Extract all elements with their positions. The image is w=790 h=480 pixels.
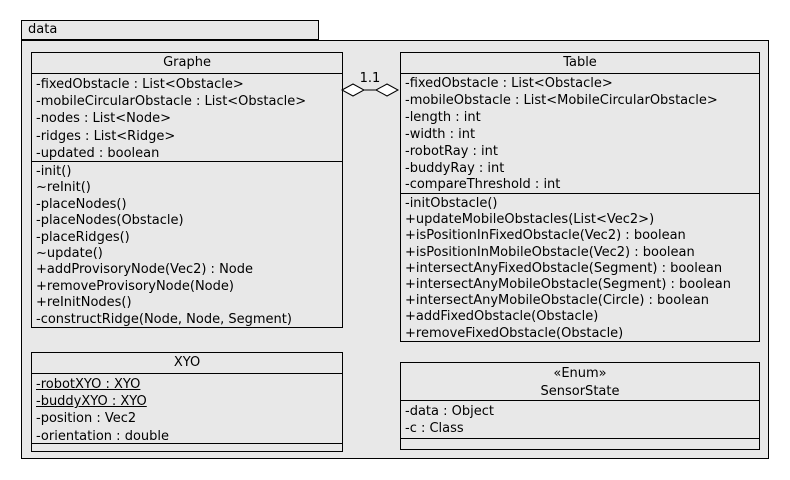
class-sensorstate[interactable]: «Enum» SensorState -data : Object -c : Cl…	[400, 362, 760, 450]
class-graphe[interactable]: Graphe -fixedObstacle : List<Obstacle> -m…	[31, 52, 343, 328]
class-title: SensorState	[540, 384, 620, 399]
method-line: +removeProvisoryNode(Node)	[36, 278, 234, 294]
class-attributes: -fixedObstacle : List<Obstacle> -mobileCi…	[32, 74, 342, 162]
method-line: -placeNodes()	[36, 196, 127, 212]
class-attributes: -data : Object -c : Class	[401, 401, 759, 439]
class-methods	[32, 444, 342, 451]
attribute-line: -nodes : List<Node>	[36, 111, 171, 127]
method-line: +addProvisoryNode(Vec2) : Node	[36, 262, 254, 278]
attribute-line: -compareThreshold : int	[405, 177, 561, 193]
attribute-line: -length : int	[405, 109, 481, 125]
method-line: +updateMobileObstacles(List<Vec2>)	[405, 212, 655, 228]
method-line: +intersectAnyMobileObstacle(Segment) : b…	[405, 277, 732, 293]
attribute-line: -mobileObstacle : List<MobileCircularObs…	[405, 92, 718, 108]
attribute-line: -updated : boolean	[36, 145, 160, 161]
class-attributes: -fixedObstacle : List<Obstacle>-mobileOb…	[401, 74, 759, 194]
method-line: -constructRidge(Node, Node, Segment)	[36, 311, 292, 327]
attribute-line: -position : Vec2	[36, 411, 137, 427]
class-title: Table	[401, 53, 759, 74]
class-methods: -initObstacle()+updateMobileObstacles(Li…	[401, 194, 759, 341]
method-line: -placeNodes(Obstacle)	[36, 213, 184, 229]
attribute-line: -fixedObstacle : List<Obstacle>	[36, 77, 244, 92]
method-line: +removeFixedObstacle(Obstacle)	[405, 325, 624, 341]
class-methods: -init()~reInit()-placeNodes()-placeNodes…	[32, 162, 342, 327]
attribute-line: -mobileCircularObstacle : List<Obstacle>	[36, 94, 307, 110]
attribute-line: -fixedObstacle : List<Obstacle>	[405, 76, 613, 91]
aggregation-diamond-left-icon	[340, 83, 366, 97]
attribute-line: -robotXYO : XYO	[36, 377, 141, 392]
class-table[interactable]: Table -fixedObstacle : List<Obstacle>-mo…	[400, 52, 760, 342]
attribute-line: -c : Class	[405, 421, 464, 436]
class-xyo[interactable]: XYO -robotXYO : XYO -buddyXYO : XYO-posit…	[31, 352, 343, 452]
package-tab[interactable]: data	[21, 20, 319, 40]
class-methods	[401, 439, 759, 449]
method-line: +isPositionInMobileObstacle(Vec2) : bool…	[405, 244, 695, 260]
aggregation-connector[interactable]: 1.1	[340, 66, 402, 100]
method-line: ~update()	[36, 246, 103, 262]
method-line: -initObstacle()	[405, 196, 498, 211]
method-line: +intersectAnyMobileObstacle(Circle) : bo…	[405, 293, 710, 309]
class-title: Graphe	[32, 53, 342, 74]
attribute-line: -buddyXYO : XYO	[36, 394, 147, 410]
attribute-line: -orientation : double	[36, 428, 169, 444]
connector-multiplicity-label: 1.1	[360, 71, 381, 86]
class-stereotype: «Enum»	[553, 366, 607, 381]
attribute-line: -data : Object	[405, 404, 494, 419]
attribute-line: -ridges : List<Ridge>	[36, 128, 176, 144]
method-line: +intersectAnyFixedObstacle(Segment) : bo…	[405, 260, 723, 276]
attribute-line: -buddyRay : int	[405, 160, 505, 176]
aggregation-diamond-right-icon	[374, 83, 400, 97]
class-title: XYO	[32, 353, 342, 374]
method-line: +reInitNodes()	[36, 295, 132, 311]
method-line: +isPositionInFixedObstacle(Vec2) : boole…	[405, 228, 686, 244]
method-line: +addFixedObstacle(Obstacle)	[405, 309, 599, 325]
class-title-block: «Enum» SensorState	[401, 363, 759, 401]
attribute-line: -width : int	[405, 126, 476, 142]
method-line: -init()	[36, 164, 72, 179]
method-line: ~reInit()	[36, 180, 91, 196]
attribute-line: -robotRay : int	[405, 143, 499, 159]
class-attributes: -robotXYO : XYO -buddyXYO : XYO-position …	[32, 374, 342, 444]
method-line: -placeRidges()	[36, 229, 130, 245]
package-name: data	[28, 22, 58, 37]
